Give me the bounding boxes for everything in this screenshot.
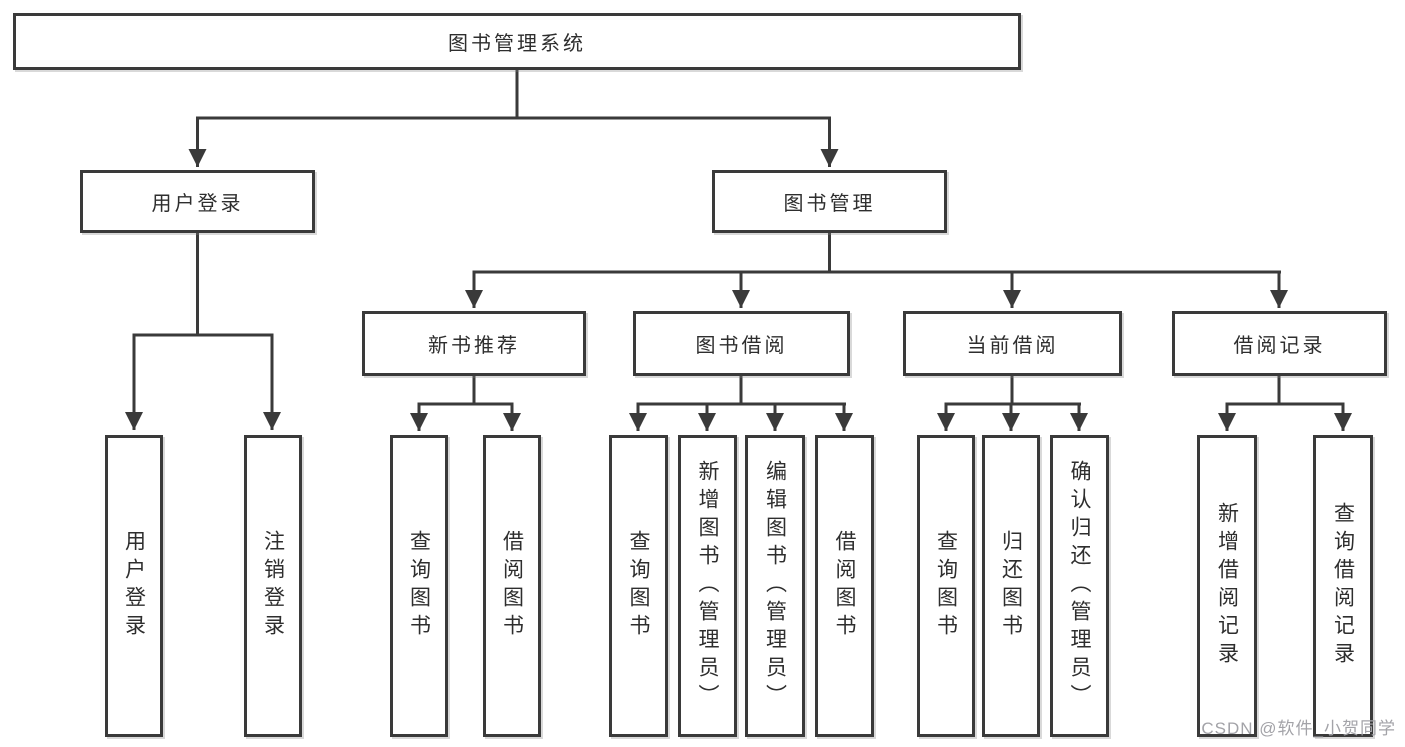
- node-book-management: 图书管理: [712, 170, 947, 233]
- node-user-login: 用户登录: [80, 170, 315, 233]
- csdn-watermark: CSDN @软件_小贺同学: [1201, 719, 1396, 738]
- leaf-query-books-current: 查询图书: [917, 435, 975, 737]
- node-borrowing-records: 借阅记录: [1172, 311, 1387, 376]
- node-current-borrowing: 当前借阅: [903, 311, 1122, 376]
- node-book-borrowing: 图书借阅: [633, 311, 850, 376]
- leaf-borrow-books: 借阅图书: [815, 435, 874, 737]
- leaf-add-borrow-record: 新增借阅记录: [1197, 435, 1257, 737]
- leaf-confirm-return-admin: 确认归还（管理员）: [1050, 435, 1109, 737]
- leaf-query-books-recommend: 查询图书: [390, 435, 448, 737]
- leaf-edit-books-admin: 编辑图书（管理员）: [745, 435, 805, 737]
- leaf-logout: 注销登录: [244, 435, 302, 737]
- leaf-return-books: 归还图书: [982, 435, 1040, 737]
- leaf-user-login: 用户登录: [105, 435, 163, 737]
- leaf-add-books-admin: 新增图书（管理员）: [678, 435, 737, 737]
- leaf-borrow-books-recommend: 借阅图书: [483, 435, 541, 737]
- node-new-book-recommendation: 新书推荐: [362, 311, 586, 376]
- node-root-system: 图书管理系统: [13, 13, 1021, 70]
- leaf-query-books-borrowing: 查询图书: [609, 435, 668, 737]
- leaf-query-borrow-record: 查询借阅记录: [1313, 435, 1373, 737]
